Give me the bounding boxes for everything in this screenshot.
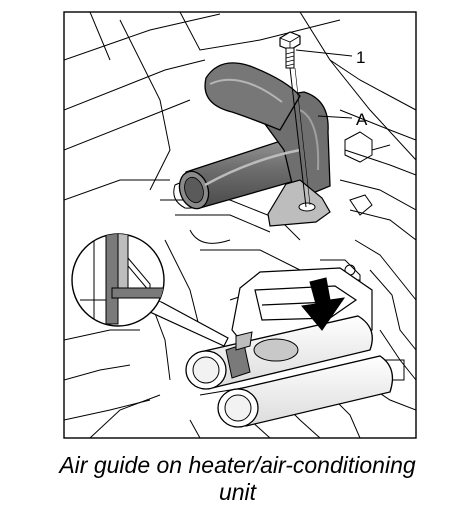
figure-caption: Air guide on heater/air-conditioning uni… — [0, 452, 475, 506]
air-guide-duct — [178, 62, 331, 227]
install-direction-arrow — [301, 277, 346, 331]
callout-1: 1 — [356, 48, 365, 67]
bolt-axis-line — [289, 67, 307, 208]
leader-line-1 — [295, 49, 353, 57]
tube-bracket — [225, 331, 253, 379]
caption-line-1: Air guide on heater/air-conditioning — [59, 452, 416, 478]
bolt — [279, 31, 301, 69]
leader-line-a — [317, 115, 353, 119]
detail-magnifier — [71, 233, 165, 327]
caption-line-2: unit — [218, 479, 257, 505]
heater-tube-lower — [217, 355, 394, 428]
seal-disc — [253, 338, 299, 362]
callout-a: A — [356, 110, 368, 129]
